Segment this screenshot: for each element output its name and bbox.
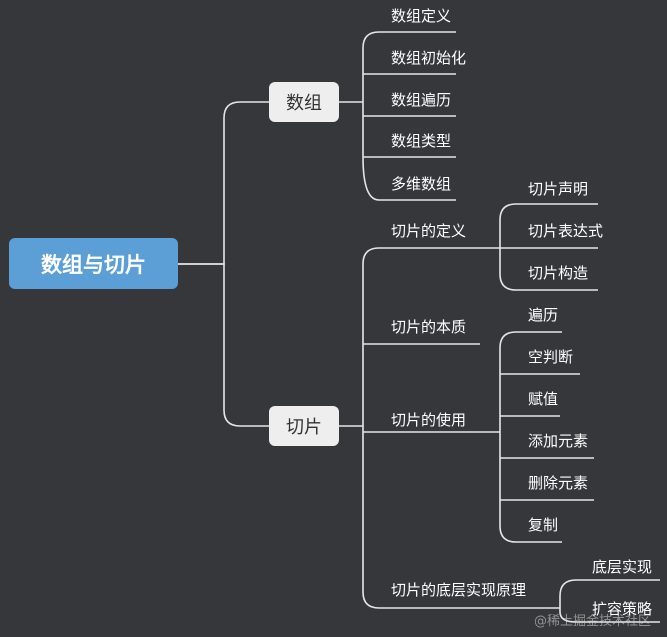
edge-slice-children xyxy=(339,247,560,609)
node-array[interactable]: 数组 xyxy=(269,82,339,122)
edge-internals-children xyxy=(559,579,660,623)
node-slice-definition[interactable]: 切片的定义 xyxy=(391,222,467,240)
node-internals-impl[interactable]: 底层实现 xyxy=(592,558,653,576)
node-slice-usage[interactable]: 切片的使用 xyxy=(391,411,467,429)
edge-array-children xyxy=(339,31,456,201)
node-slice-construct[interactable]: 切片构造 xyxy=(528,264,589,282)
node-slice[interactable]: 切片 xyxy=(269,406,339,446)
edge-root-array xyxy=(178,101,269,265)
node-usage-delete[interactable]: 删除元素 xyxy=(528,474,589,492)
node-array-definition[interactable]: 数组定义 xyxy=(391,7,452,25)
node-slice-essence[interactable]: 切片的本质 xyxy=(391,318,467,336)
node-usage-append[interactable]: 添加元素 xyxy=(528,432,589,450)
node-array-traverse[interactable]: 数组遍历 xyxy=(391,91,452,109)
node-array-type[interactable]: 数组类型 xyxy=(391,132,452,150)
node-usage-copy[interactable]: 复制 xyxy=(528,516,559,534)
node-slice-internals[interactable]: 切片的底层实现原理 xyxy=(391,581,527,599)
edge-usage-children xyxy=(499,331,594,543)
edge-root-slice xyxy=(178,263,269,427)
node-internals-growth[interactable]: 扩容策略 xyxy=(592,600,653,618)
node-usage-traverse[interactable]: 遍历 xyxy=(528,306,559,324)
node-usage-empty-check[interactable]: 空判断 xyxy=(528,348,574,366)
edge-def-children xyxy=(499,203,598,291)
node-array-init[interactable]: 数组初始化 xyxy=(391,49,467,67)
node-array-multidim[interactable]: 多维数组 xyxy=(391,175,452,193)
watermark: @稀土掘金技术社区 xyxy=(534,614,652,629)
node-slice-declare[interactable]: 切片声明 xyxy=(528,180,589,198)
node-slice-expression[interactable]: 切片表达式 xyxy=(528,222,604,240)
root-node[interactable]: 数组与切片 xyxy=(9,238,178,289)
node-usage-assign[interactable]: 赋值 xyxy=(528,390,559,408)
